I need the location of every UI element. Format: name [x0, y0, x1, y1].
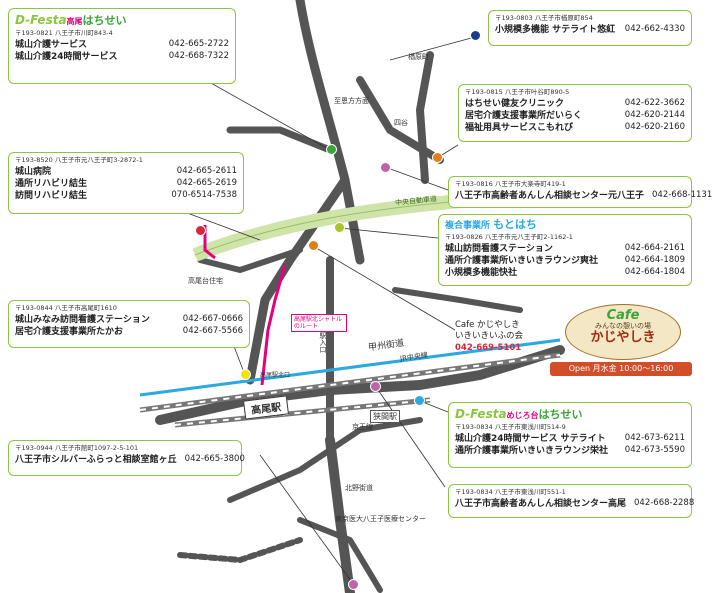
motohachi-box: 複合事業所 もとはち 〒193-0826 八王子市元八王子町2-1162-1 城… — [438, 214, 692, 286]
motohachi-center-box: 〒193-0816 八王子市大楽寺町419-1 八王子市高齢者あんしん相談センタ… — [448, 176, 712, 208]
cafe-sub: みんなの憩いの場 — [595, 322, 651, 330]
dfesta-mejiro-box: D-Festaめじろ台はちせい 〒193-0834 八王子市東浅川町514-9 … — [448, 402, 692, 468]
marker-shiroyama-hospital[interactable] — [195, 225, 206, 236]
address: 〒193-0821 八王子市川町843-4 — [15, 28, 113, 37]
keio-label: 京王線 — [352, 423, 373, 431]
cafe-name: かじやしき — [590, 330, 656, 346]
marker-takao-center[interactable] — [370, 381, 381, 392]
cafe-title: Cafe — [606, 308, 640, 323]
route-label: 高尾駅入口 — [319, 318, 327, 353]
cafe-badge: Cafe みんなの憩いの場 かじやしき — [565, 304, 681, 360]
cafe-tel: 042-669-5101 — [455, 342, 522, 353]
marker-cafe[interactable] — [308, 240, 319, 251]
address: 〒193-0815 八王子市叶谷町890-5 — [465, 88, 570, 96]
tokyo-med-label: 東京医大八王子医療センター — [335, 515, 426, 523]
marker-silver[interactable] — [348, 579, 359, 590]
marker-motohachi[interactable] — [334, 222, 345, 233]
cafe-label: Cafe かじやしき いきいきいふの会 042-669-5101 — [455, 320, 523, 354]
kitano-label: 北野街道 — [345, 484, 373, 492]
takaodai-label: 高尾台住宅 — [188, 277, 223, 285]
marker-dfesta-mejiro[interactable] — [414, 395, 425, 406]
marker-hachisei-clinic[interactable] — [432, 152, 443, 163]
hazama-label: 狭間駅 — [370, 410, 400, 423]
address: 〒193-0844 八王子市高尾町1610 — [15, 304, 117, 312]
cafe-line2: いきいきいふの会 — [455, 331, 524, 342]
motohachi-title: 複合事業所 もとはち — [445, 218, 537, 231]
address: 〒193-0834 八王子市東浅川町514-9 — [455, 422, 566, 431]
marker-motohachi-center[interactable] — [380, 162, 391, 173]
address: 〒193-0944 八王子市館町1097-2-5-101 — [15, 444, 139, 452]
address: 〒193-0803 八王子市楢原町854 — [495, 14, 593, 22]
cafe-line1: Cafe かじやしき — [455, 320, 520, 330]
marker-dfesta-takao[interactable] — [326, 144, 337, 155]
dfesta-takao-box: D-Festa高尾はちせい 〒193-0821 八王子市川町843-4 城山介護… — [8, 8, 236, 84]
shiokata-label: 至恩方方面 — [334, 97, 369, 105]
address: 〒193-0816 八王子市大楽寺町419-1 — [455, 180, 566, 188]
address: 〒193-0826 八王子市元八王子町2-1162-1 — [445, 232, 573, 241]
narahara-label: 楢原町 — [408, 53, 429, 61]
dfesta-brand: D-Festaめじろ台はちせい — [455, 407, 583, 421]
dfesta-brand: D-Festa高尾はちせい — [15, 13, 127, 27]
silver-box: 〒193-0944 八王子市館町1097-2-5-101 八王子市シルバーふらっ… — [8, 440, 245, 476]
cafe-open-badge: Open 月水金 10:00～16:00 — [550, 362, 692, 376]
shuttle-label: 高尾駅北シャトルのルート — [291, 314, 347, 333]
address: 〒193-0834 八王子市東浅川町551-1 — [455, 488, 566, 496]
address: 〒193-8520 八王子市元八王子町3-2872-1 — [15, 156, 143, 164]
marker-shiroyama-minami[interactable] — [240, 369, 251, 380]
yotsuya-label: 四谷 — [394, 119, 408, 127]
marker-satorai[interactable] — [470, 30, 481, 41]
ekimae-label: 高尾駅北口 — [260, 372, 291, 379]
takao-center-box: 〒193-0834 八王子市東浅川町551-1 八王子市高齢者あんしん相談センタ… — [448, 484, 695, 518]
